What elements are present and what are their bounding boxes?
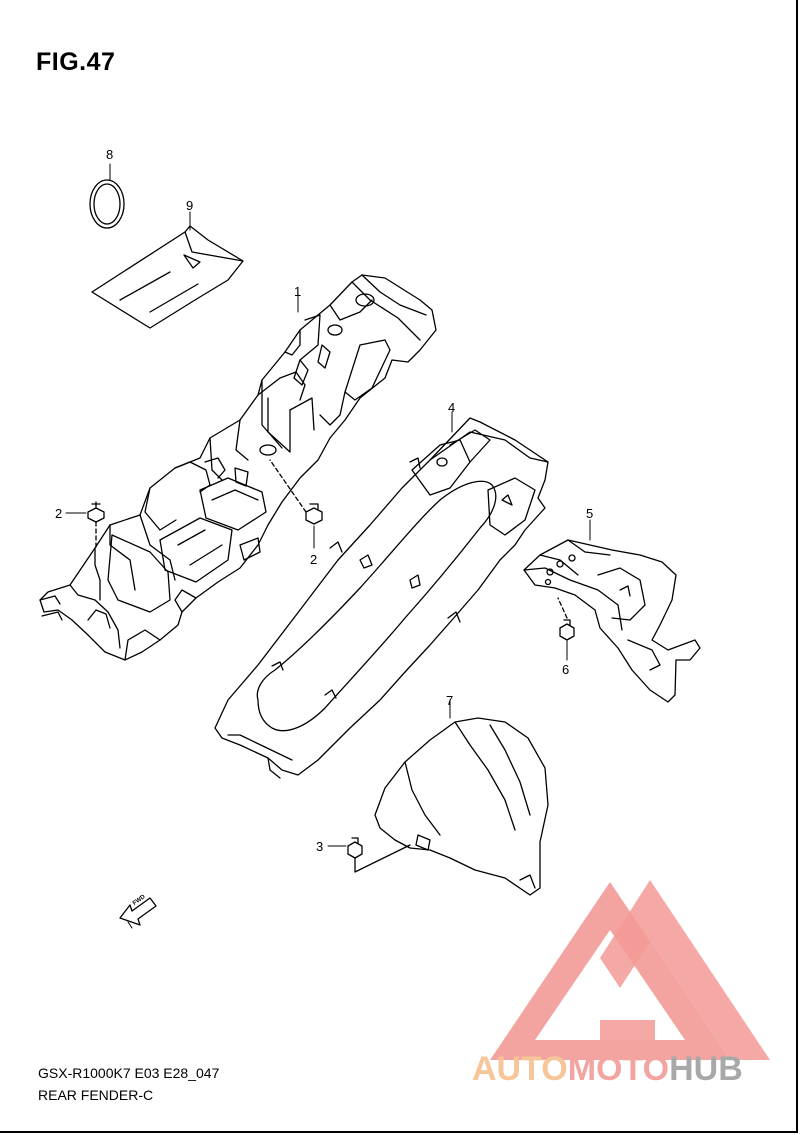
part-9-bag	[91, 211, 244, 329]
callout-4: 4	[448, 400, 456, 415]
callout-2-left: 2	[55, 506, 63, 521]
fwd-arrow-icon	[119, 897, 157, 929]
model-code: GSX-R1000K7 E03 E28_047	[38, 1065, 220, 1081]
watermark-text-auto: AUTO	[472, 1050, 568, 1088]
part-4-inner-fender	[214, 411, 549, 779]
triangle-logo-icon	[490, 880, 770, 1060]
callout-7: 7	[446, 693, 454, 708]
watermark-text-hub: HUB	[669, 1050, 743, 1088]
callout-6: 6	[562, 662, 570, 677]
callout-3: 3	[316, 839, 324, 854]
part-1-rear-fender	[39, 274, 437, 661]
watermark-text: AUTOMOTOHUB	[472, 1050, 743, 1089]
callout-9: 9	[186, 198, 194, 213]
watermark-text-moto: MOTO	[567, 1050, 670, 1088]
section-name: REAR FENDER-C	[38, 1087, 154, 1103]
part-7-hugger	[374, 699, 549, 896]
figure-title: FIG.47	[36, 48, 116, 76]
callout-2-center: 2	[310, 552, 318, 567]
callout-1: 1	[294, 284, 302, 299]
part-8-o-ring	[89, 163, 125, 229]
part-5-bracket	[523, 519, 701, 703]
callout-5: 5	[586, 506, 594, 521]
callout-8: 8	[106, 147, 114, 162]
part-3-bolt	[327, 837, 411, 873]
part-6-nut	[557, 597, 575, 661]
part-2-bolt-center	[269, 459, 323, 549]
part-2-bolt-left	[65, 501, 105, 549]
